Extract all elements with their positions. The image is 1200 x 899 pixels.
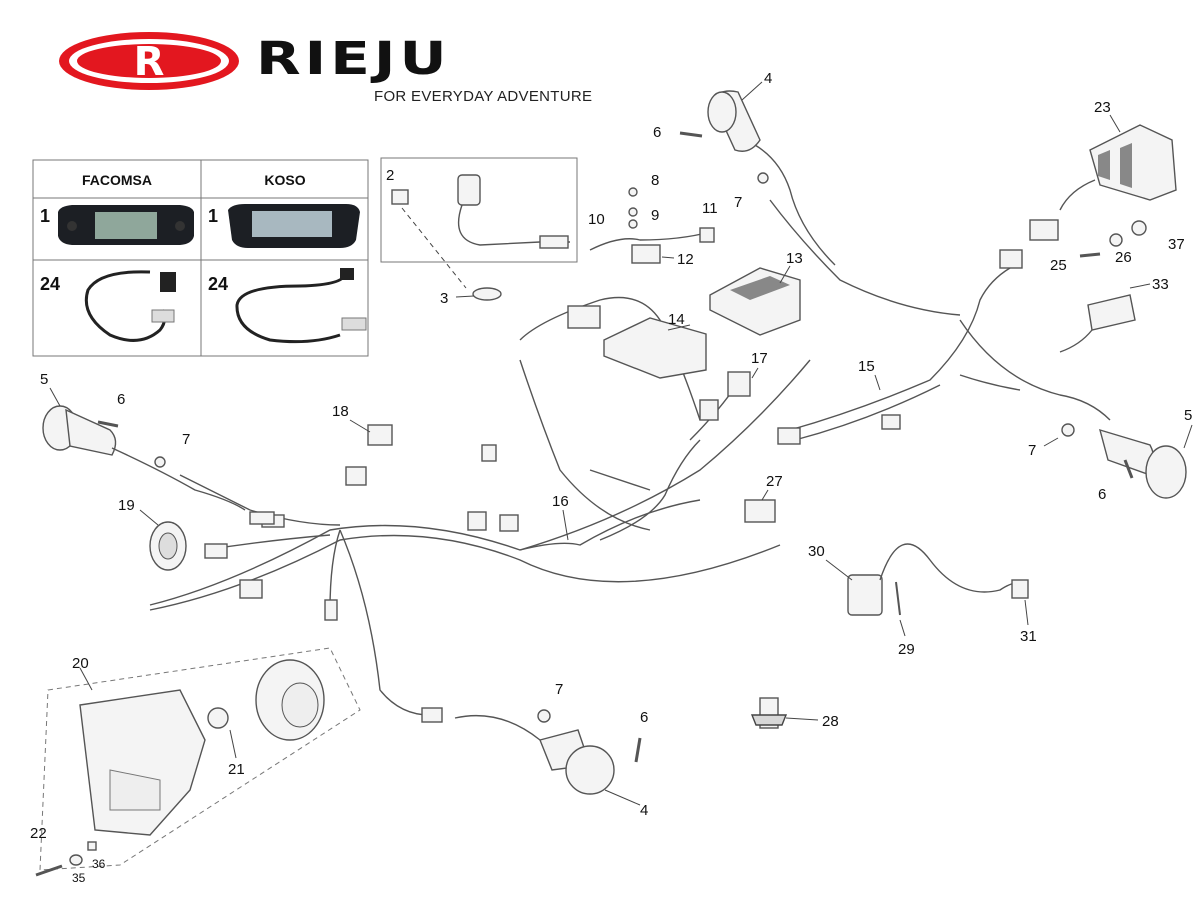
callout-11: 11 bbox=[702, 200, 718, 217]
logo-emblem: R bbox=[59, 32, 239, 90]
part-5-turn-signal-left: 5 6 7 bbox=[40, 371, 275, 525]
callout-6-bottom: 6 bbox=[640, 709, 648, 726]
callout-9: 9 bbox=[651, 207, 659, 224]
callout-29: 29 bbox=[898, 641, 915, 658]
parts-8-to-12: 8 9 10 11 12 bbox=[588, 172, 718, 268]
main-wiring-harness: 16 bbox=[149, 296, 811, 716]
callout-28: 28 bbox=[822, 713, 839, 730]
callout-6-top: 6 bbox=[653, 124, 661, 141]
callout-8: 8 bbox=[651, 172, 659, 189]
brand-tagline: FOR EVERYDAY ADVENTURE bbox=[374, 88, 593, 105]
callout-4-top: 4 bbox=[764, 70, 772, 87]
rieju-logo: R RIEJU FOR EVERYDAY ADVENTURE bbox=[56, 30, 592, 110]
koso-cable-label: 24 bbox=[208, 274, 228, 294]
callout-14: 14 bbox=[668, 311, 685, 328]
part-20-headlight: 20 21 22 35 36 bbox=[30, 647, 361, 885]
callout-30: 30 bbox=[808, 543, 825, 560]
callout-7-left: 7 bbox=[182, 431, 190, 448]
part-19-horn: 19 bbox=[118, 497, 187, 571]
callout-13: 13 bbox=[786, 250, 803, 267]
callout-36: 36 bbox=[92, 857, 106, 871]
parts-25-26-37: 25 26 37 bbox=[1050, 220, 1185, 274]
facomsa-dashboard-image bbox=[58, 205, 194, 245]
callout-7-bottom: 7 bbox=[555, 681, 563, 698]
callout-4-bottom: 4 bbox=[640, 802, 648, 819]
facomsa-dash-label: 1 bbox=[40, 206, 50, 226]
callout-2: 2 bbox=[386, 167, 394, 184]
callout-27: 27 bbox=[766, 473, 783, 490]
part-13-module: 13 bbox=[709, 250, 803, 336]
part-5-turn-signal-right: 5 7 6 bbox=[1028, 407, 1193, 503]
part-27-sensor: 27 bbox=[744, 473, 783, 523]
callout-35: 35 bbox=[72, 871, 86, 885]
brand-name: RIEJU bbox=[256, 32, 451, 86]
part-33-plate-light: 33 bbox=[1059, 276, 1169, 353]
callout-6-right: 6 bbox=[1098, 486, 1106, 503]
facomsa-cable-image bbox=[84, 270, 176, 342]
callout-7-right: 7 bbox=[1028, 442, 1036, 459]
callout-37: 37 bbox=[1168, 236, 1185, 253]
facomsa-cable-label: 24 bbox=[40, 274, 60, 294]
part-3-clip: 3 bbox=[440, 287, 502, 307]
koso-dash-label: 1 bbox=[208, 206, 218, 226]
callout-23: 23 bbox=[1094, 99, 1111, 116]
callout-21: 21 bbox=[228, 761, 245, 778]
logo-letter: R bbox=[134, 39, 165, 85]
callout-20: 20 bbox=[72, 655, 89, 672]
koso-cable-image bbox=[235, 268, 367, 344]
callout-5-right: 5 bbox=[1184, 407, 1192, 424]
callout-31: 31 bbox=[1020, 628, 1037, 645]
part-4-turn-signal-bottom: 4 7 6 bbox=[421, 681, 648, 819]
ignition-switch-box: 2 bbox=[380, 157, 578, 289]
callout-12: 12 bbox=[677, 251, 694, 268]
callout-7-top: 7 bbox=[734, 194, 742, 211]
callout-25: 25 bbox=[1050, 257, 1067, 274]
callout-18: 18 bbox=[332, 403, 349, 420]
callout-22: 22 bbox=[30, 825, 47, 842]
part-18-flasher: 18 bbox=[332, 403, 393, 446]
callout-33: 33 bbox=[1152, 276, 1169, 293]
callout-17: 17 bbox=[751, 350, 768, 367]
table-header-koso: KOSO bbox=[264, 172, 305, 188]
part-30-coil: 30 29 31 bbox=[808, 543, 1037, 658]
part-14-module: 14 bbox=[567, 305, 707, 379]
part-15-harness: 15 bbox=[769, 199, 1111, 445]
callout-26: 26 bbox=[1115, 249, 1132, 266]
part-28-switch: 28 bbox=[750, 697, 839, 730]
dashboard-table: FACOMSA KOSO 1 1 24 24 bbox=[32, 159, 369, 357]
callout-5-left: 5 bbox=[40, 371, 48, 388]
part-4-turn-signal-top: 4 6 7 bbox=[653, 70, 836, 266]
callout-10: 10 bbox=[588, 211, 605, 228]
callout-15: 15 bbox=[858, 358, 875, 375]
koso-dashboard-image bbox=[228, 204, 360, 248]
callout-19: 19 bbox=[118, 497, 135, 514]
part-17-relay: 17 bbox=[699, 350, 768, 421]
part-23-tail-light: 23 bbox=[1029, 99, 1177, 241]
callout-16: 16 bbox=[552, 493, 569, 510]
callout-3: 3 bbox=[440, 290, 448, 307]
callout-6-left: 6 bbox=[117, 391, 125, 408]
table-header-facomsa: FACOMSA bbox=[82, 172, 152, 188]
